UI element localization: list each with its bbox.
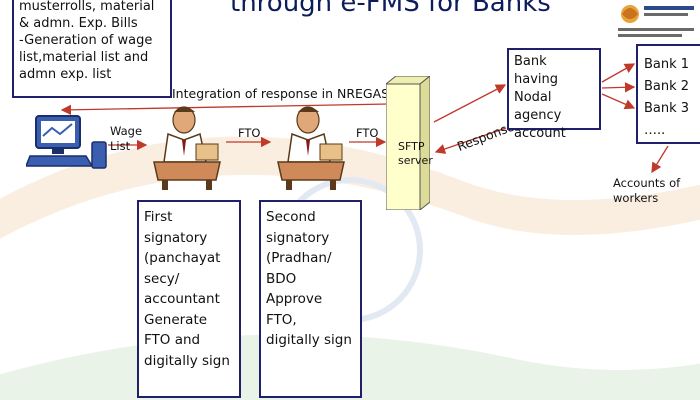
banks-box: Bank 1 Bank 2 Bank 3 ….. [636, 44, 700, 144]
bank-item: Bank 2 [644, 79, 690, 94]
top-box-line: -Generation of wage [19, 33, 153, 48]
bank-item: Bank 3 [644, 101, 690, 116]
slide-title: through e-FMS for Banks [230, 0, 551, 18]
second-signatory-line: (Pradhan/ [266, 250, 332, 266]
second-signatory-line: signatory [266, 229, 330, 246]
person-at-desk-icon [153, 106, 221, 190]
workers-label-line: workers [613, 191, 659, 205]
workers-label: Accounts of workers [613, 176, 680, 206]
first-signatory-line: accountant [144, 291, 220, 307]
first-signatory-line: signatory [144, 229, 208, 246]
top-box-line: musterrolls, material [19, 0, 155, 14]
nodal-bank-box: Bank having Nodal agency account [507, 48, 601, 141]
bank-item: ….. [644, 123, 666, 138]
wage-list-label: Wage List [110, 124, 142, 154]
second-signatory-line: Second [266, 209, 316, 225]
first-signatory-line: secy/ [144, 270, 180, 287]
wage-list-label-line: List [110, 139, 131, 153]
fto-label: FTO [356, 126, 379, 140]
workers-label-line: Accounts of [613, 176, 681, 190]
nodal-bank-line: account [514, 126, 566, 141]
first-signatory-line: (panchayat [144, 250, 221, 266]
wage-list-label-line: Wage [110, 124, 143, 138]
fto-label: FTO [238, 126, 261, 140]
nodal-bank-line: Nodal [514, 90, 552, 105]
top-box-line: list,material list and [19, 50, 149, 65]
second-signatory-line: BDO [266, 270, 297, 287]
nodal-bank-line: Bank having [514, 54, 559, 87]
first-signatory-line: digitally sign [144, 352, 230, 369]
server-label-line: server [398, 154, 433, 167]
first-signatory-line: FTO and [144, 332, 201, 348]
top-box-line: & admn. Exp. Bills [19, 16, 138, 31]
server-label-line: SFTP [398, 140, 425, 153]
first-signatory-line: Generate [144, 311, 208, 328]
second-signatory-box: Second signatory (Pradhan/ BDO Approve F… [259, 200, 362, 398]
first-signatory-line: First [144, 209, 173, 225]
first-signatory-box: First signatory (panchayat secy/ account… [137, 200, 241, 398]
second-signatory-line: Approve FTO, [266, 291, 323, 328]
server-label: SFTP server [398, 140, 433, 168]
server-icon [386, 76, 430, 210]
computer-icon [26, 115, 107, 169]
person-at-desk-icon [277, 106, 345, 190]
top-box-line: admn exp. list [19, 67, 112, 82]
nodal-bank-line: agency [514, 108, 562, 123]
bill-generation-box: musterrolls, material & admn. Exp. Bills… [12, 0, 172, 98]
second-signatory-line: digitally sign [266, 332, 352, 348]
bank-item: Bank 1 [644, 57, 690, 72]
emblem-logo [612, 0, 700, 42]
integration-label: Integration of response in NREGASoft [172, 86, 406, 101]
